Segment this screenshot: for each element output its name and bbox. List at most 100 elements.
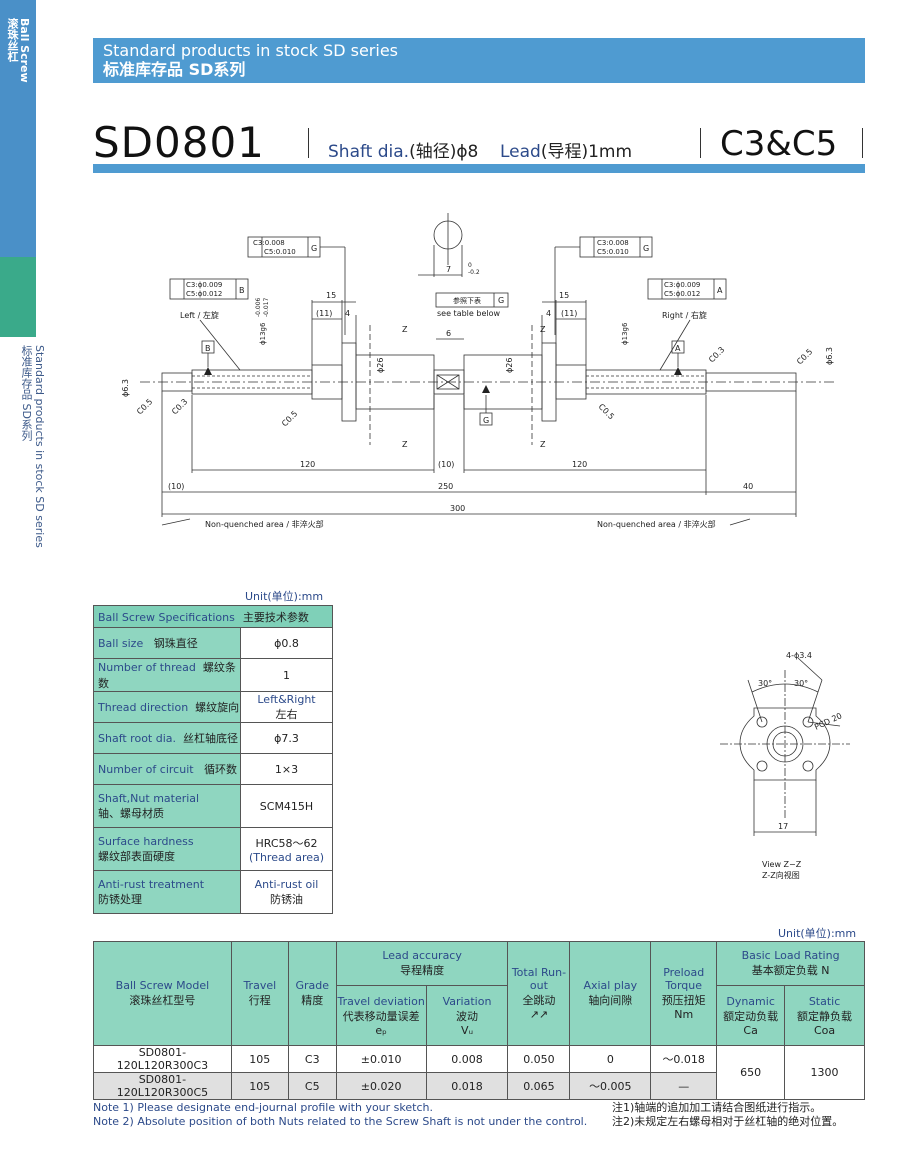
zz-caption-en: View Z−Z (762, 860, 802, 869)
title-spec: Shaft dia.(轴径)ϕ8 Lead(导程)1mm (328, 142, 633, 162)
tol2-datum: B (239, 286, 245, 295)
title-divider (862, 128, 863, 158)
dim-11-right: (11) (561, 309, 577, 318)
dim-10: (10) (438, 460, 454, 469)
fit-left: ϕ13g6 (259, 322, 267, 345)
dim-300: 300 (450, 504, 465, 513)
dim-120-right: 120 (572, 460, 587, 469)
dim-4-left: 4 (345, 309, 350, 318)
title-underline (93, 164, 865, 173)
c05-left: C0.5 (135, 397, 154, 416)
left-label: Left / 左旋 (180, 310, 219, 320)
ball-screw-drawing: C3:0.008 C5:0.010 G C3:0.008 C5:0.010 G … (121, 213, 835, 529)
note-1-en: Note 1) Please designate end-journal pro… (93, 1101, 433, 1114)
note-2-cn: 注2)未规定左右螺母相对于丝杠轴的绝对位置。 (612, 1115, 844, 1128)
z-bottom-right: Z (540, 440, 546, 449)
tol1-ref: G (311, 244, 317, 253)
c05-right: C0.5 (795, 347, 814, 366)
main-unit-label: Unit(单位):mm (778, 927, 857, 940)
non-quenched-right: Non-quenched area / 非淬火部 (597, 519, 716, 529)
d63-left: ϕ6.3 (121, 379, 130, 397)
section-title-cn: 标准库存品 SD系列 (103, 60, 246, 79)
datum-g: G (483, 416, 489, 425)
tol3-ref: G (643, 244, 649, 253)
dim-15-right: 15 (559, 291, 569, 300)
zz-angle2: 30° (794, 679, 808, 688)
z-top-left: Z (402, 325, 408, 334)
section-header: Standard products in stock SD series 标准库… (93, 38, 865, 83)
see-table: see table below (437, 309, 500, 318)
d26-left: ϕ26 (376, 358, 385, 373)
table-row: SD0801-120L120R300C5 105 C5 ±0.020 0.018… (93, 1072, 865, 1100)
zz-caption-cn: Z-Z向视图 (762, 870, 800, 880)
title-divider (308, 128, 309, 158)
note-2-en: Note 2) Absolute position of both Nuts r… (93, 1115, 588, 1128)
dim-4-right: 4 (546, 309, 551, 318)
zz-width: 17 (778, 822, 788, 831)
dim-7: 7 (446, 265, 451, 274)
d63-right: ϕ6.3 (825, 347, 834, 365)
section-title-en: Standard products in stock SD series (103, 41, 398, 60)
dim-120-left: 120 (300, 460, 315, 469)
tol4-datum: A (717, 286, 723, 295)
zz-view-drawing: 4-ϕ3.4 30° 30° PCD 20 17 View Z−Z Z-Z向视图 (720, 651, 850, 880)
fit-right: ϕ13g6 (621, 322, 629, 345)
dim-7-tol-top: 0 (468, 262, 472, 269)
model-title: SD0801 (93, 118, 265, 167)
tol1-c5: C5:0.010 (264, 248, 296, 256)
dynamic-load-value: 650 (716, 1045, 786, 1100)
side-tab-sd-series[interactable] (0, 257, 36, 337)
spec-row: Number of thread 螺纹条数 1 (93, 658, 333, 692)
dim-15-left: 15 (326, 291, 336, 300)
non-quenched-left: Non-quenched area / 非淬火部 (205, 519, 324, 529)
spec-row: Number of circuit 循环数 1×3 (93, 753, 333, 785)
zz-holes: 4-ϕ3.4 (786, 651, 812, 660)
tol1-c3: C3:0.008 (253, 239, 285, 247)
spec-row: Ball size 钢珠直径 ϕ0.8 (93, 627, 333, 659)
tol3-c3: C3:0.008 (597, 239, 629, 247)
c05-mid-left: C0.5 (280, 409, 299, 428)
c03-right: C0.3 (707, 345, 726, 364)
ref-g: G (498, 296, 504, 305)
spec-unit-label: Unit(单位):mm (245, 590, 324, 603)
zz-angle1: 30° (758, 679, 772, 688)
dim-11-left: (11) (316, 309, 332, 318)
tol3-c5: C5:0.010 (597, 248, 629, 256)
zz-pcd: PCD 20 (813, 711, 843, 732)
spec-row: Shaft root dia. 丝杠轴底径 ϕ7.3 (93, 722, 333, 754)
tol2-c5: C5:ϕ0.012 (186, 290, 222, 298)
dim-250: 250 (438, 482, 453, 491)
fit-tol-top: -0.006 (255, 297, 262, 317)
dim-6: 6 (446, 329, 451, 338)
fit-tol-bot: -0.017 (263, 297, 270, 317)
static-load-value: 1300 (784, 1045, 865, 1100)
notes-en: Note 1) Please designate end-journal pro… (93, 1101, 587, 1129)
z-bottom-left: Z (402, 440, 408, 449)
right-label: Right / 右旋 (662, 310, 707, 320)
tol4-c3: C3:ϕ0.009 (664, 281, 700, 289)
c05-mid-right: C0.5 (597, 402, 616, 421)
datum-a: A (675, 344, 681, 353)
tol2-c3: C3:ϕ0.009 (186, 281, 222, 289)
tol4-c5: C5:ϕ0.012 (664, 290, 700, 298)
